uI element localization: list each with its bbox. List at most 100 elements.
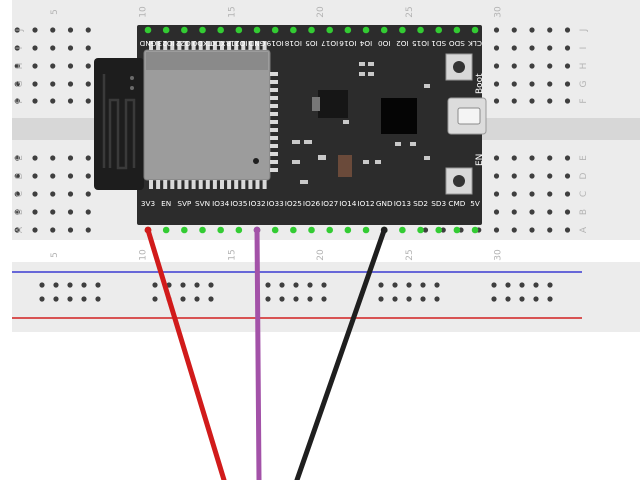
breadboard-hole[interactable] [511,27,517,33]
breadboard-hole[interactable] [67,191,74,197]
rail-hole[interactable] [321,296,327,302]
module-pin[interactable] [417,226,424,234]
breadboard-hole[interactable] [32,63,38,69]
breadboard-hole[interactable] [547,173,553,179]
rail-hole[interactable] [67,296,73,302]
breadboard-hole[interactable] [50,98,56,104]
module-pin[interactable] [326,226,334,234]
breadboard-hole[interactable] [14,98,20,104]
rail-hole[interactable] [307,296,313,302]
rail-hole[interactable] [67,282,73,288]
breadboard-hole[interactable] [529,98,535,104]
rail-hole[interactable] [265,282,271,288]
breadboard-hole[interactable] [32,98,38,104]
breadboard-hole[interactable] [85,63,91,69]
breadboard-hole[interactable] [564,227,571,233]
breadboard-hole[interactable] [564,63,571,69]
breadboard-hole[interactable] [14,81,20,87]
breadboard-hole[interactable] [564,98,571,104]
module-pin[interactable] [326,26,334,34]
breadboard-hole[interactable] [50,191,56,197]
breadboard-hole[interactable] [547,81,553,87]
breadboard-hole[interactable] [511,173,517,179]
breadboard-hole[interactable] [50,209,56,215]
breadboard-hole[interactable] [50,45,56,51]
breadboard-hole[interactable] [547,191,553,197]
module-pin[interactable] [362,26,370,34]
en-button[interactable] [445,167,473,195]
breadboard-hole[interactable] [511,81,517,87]
breadboard-hole[interactable] [32,27,38,33]
breadboard-hole[interactable] [529,45,535,51]
rail-hole[interactable] [392,296,398,302]
rail-hole[interactable] [180,296,186,302]
breadboard-hole[interactable] [14,27,20,33]
rail-hole[interactable] [378,296,384,302]
module-pin[interactable] [471,26,479,34]
module-pin[interactable] [344,226,352,234]
breadboard-hole[interactable] [14,63,20,69]
module-pin[interactable] [308,26,315,34]
breadboard-hole[interactable] [14,155,20,161]
breadboard-hole[interactable] [529,173,535,179]
rail-hole[interactable] [406,296,412,302]
module-pin[interactable] [399,226,406,234]
rail-hole[interactable] [434,282,440,288]
rail-hole[interactable] [420,296,426,302]
rail-hole[interactable] [208,282,214,288]
breadboard-hole[interactable] [493,173,500,179]
module-pin[interactable] [199,226,206,234]
breadboard-hole[interactable] [547,98,553,104]
module-pin[interactable] [181,26,188,34]
breadboard-hole[interactable] [564,81,571,87]
module-pin[interactable] [144,26,152,34]
module-pin[interactable] [344,26,352,34]
rail-hole[interactable] [39,296,45,302]
module-pin[interactable] [435,226,443,234]
rail-hole[interactable] [519,282,525,288]
breadboard-hole[interactable] [50,81,56,87]
breadboard-hole[interactable] [493,81,500,87]
module-pin[interactable] [162,226,170,234]
breadboard-hole[interactable] [493,45,500,51]
breadboard-hole[interactable] [50,155,56,161]
breadboard-hole[interactable] [564,155,571,161]
rail-hole[interactable] [265,296,271,302]
breadboard-hole[interactable] [85,98,91,104]
rail-hole[interactable] [505,282,511,288]
rail-hole[interactable] [293,282,299,288]
breadboard-hole[interactable] [547,227,553,233]
breadboard-hole[interactable] [529,27,535,33]
rail-hole[interactable] [491,296,497,302]
rail-hole[interactable] [420,282,426,288]
rail-hole[interactable] [194,282,200,288]
rail-hole[interactable] [505,296,511,302]
breadboard-hole[interactable] [564,27,571,33]
rail-hole[interactable] [81,296,87,302]
breadboard-hole[interactable] [529,63,535,69]
module-pin[interactable] [471,226,479,234]
rail-hole[interactable] [321,282,327,288]
rail-hole[interactable] [95,282,101,288]
breadboard-hole[interactable] [67,209,74,215]
breadboard-hole[interactable] [493,27,500,33]
module-pin[interactable] [435,26,443,34]
rail-hole[interactable] [392,282,398,288]
breadboard-hole[interactable] [547,155,553,161]
breadboard-hole[interactable] [529,209,535,215]
breadboard-hole[interactable] [440,227,446,233]
module-pin[interactable] [217,26,224,34]
breadboard-hole[interactable] [85,45,91,51]
breadboard-hole[interactable] [511,209,517,215]
breadboard-hole[interactable] [50,27,56,33]
module-pin[interactable] [399,26,406,34]
breadboard-hole[interactable] [547,45,553,51]
breadboard-hole[interactable] [564,191,571,197]
module-pin[interactable] [199,26,206,34]
module-pin[interactable] [453,26,461,34]
breadboard-hole[interactable] [493,209,500,215]
breadboard-hole[interactable] [14,45,20,51]
esp32-module[interactable]: Boot EN CLKSDOSD1IO15IO2IO0IO4IO16IO17IO… [94,25,487,234]
rail-hole[interactable] [53,296,59,302]
breadboard-hole[interactable] [511,98,517,104]
